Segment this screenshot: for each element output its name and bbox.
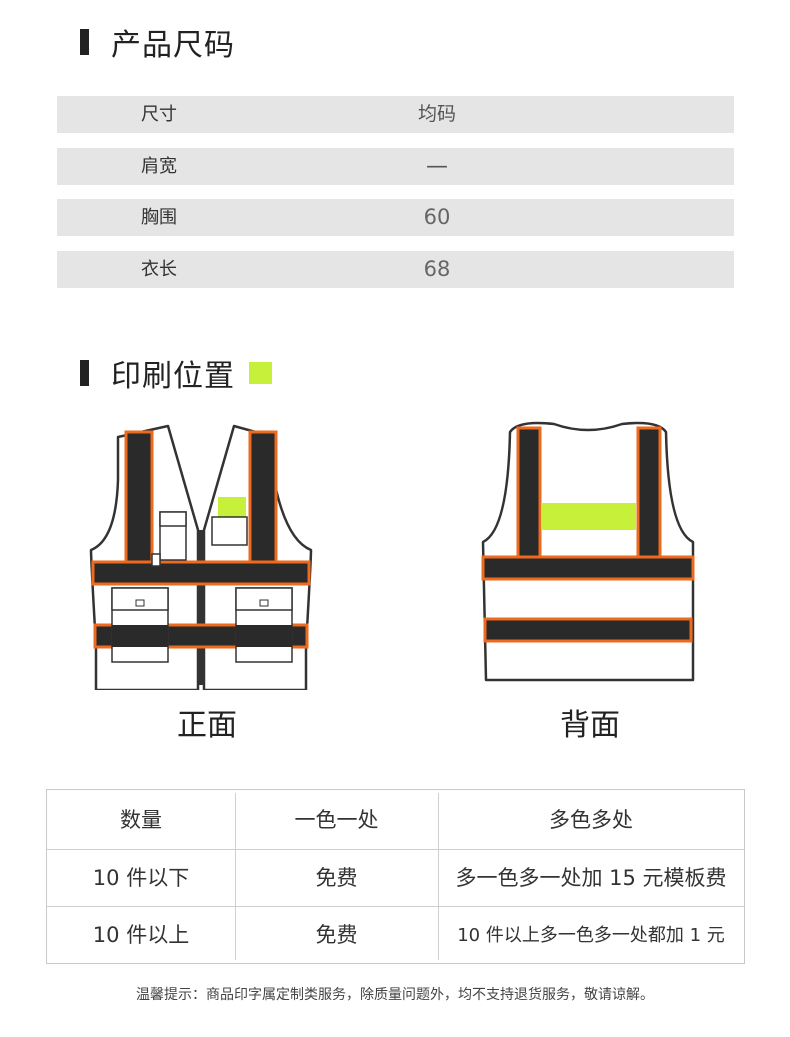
table-row: 10 件以下 免费 多一色多一处加 15 元模板费 <box>47 849 744 907</box>
size-value: 均码 <box>417 103 456 125</box>
table-cell: 免费 <box>315 866 358 890</box>
back-label: 背面 <box>560 708 620 743</box>
print-section-header: 印刷位置 <box>80 351 272 395</box>
size-section-header: 产品尺码 <box>80 20 235 64</box>
size-row: 胸围 60 <box>57 199 734 236</box>
table-cell: 10 件以下 <box>92 866 190 890</box>
size-label: 胸围 <box>141 207 177 228</box>
front-label: 正面 <box>177 708 237 743</box>
size-value: — <box>426 154 448 179</box>
size-section-title: 产品尺码 <box>111 28 235 63</box>
size-label: 肩宽 <box>141 156 177 177</box>
section-marker <box>80 360 89 386</box>
header-cell: 一色一处 <box>294 808 379 832</box>
table-cell: 10 件以上 <box>92 923 190 947</box>
table-cell: 10 件以上多一色多一处都加 1 元 <box>457 925 725 946</box>
back-print-area <box>541 503 636 530</box>
size-row: 肩宽 — <box>57 148 734 185</box>
column-divider <box>438 793 439 960</box>
size-value: 68 <box>423 257 451 281</box>
column-divider <box>235 793 236 960</box>
size-label: 尺寸 <box>141 104 177 125</box>
table-cell: 免费 <box>315 923 358 947</box>
pricing-table: 数量 一色一处 多色多处 10 件以下 免费 多一色多一处加 15 元模板费 1… <box>46 789 745 964</box>
header-cell: 多色多处 <box>549 808 633 832</box>
highlight-swatch <box>249 362 272 384</box>
header-cell: 数量 <box>120 808 162 832</box>
size-value: 60 <box>423 205 451 229</box>
table-cell: 多一色多一处加 15 元模板费 <box>455 866 727 890</box>
section-marker <box>80 29 89 55</box>
footnote: 温馨提示：商品印字属定制类服务，除质量问题外，均不支持退货服务，敬请谅解。 <box>136 987 654 1003</box>
size-row: 衣长 68 <box>57 251 734 288</box>
table-header-row: 数量 一色一处 多色多处 <box>47 792 744 849</box>
table-row: 10 件以上 免费 10 件以上多一色多一处都加 1 元 <box>47 906 744 964</box>
print-section-title: 印刷位置 <box>111 359 235 394</box>
size-label: 衣长 <box>141 259 177 280</box>
back-vest-illustration <box>481 421 695 682</box>
front-vest-illustration <box>89 424 313 690</box>
size-row: 尺寸 均码 <box>57 96 734 133</box>
front-print-area <box>218 497 246 517</box>
